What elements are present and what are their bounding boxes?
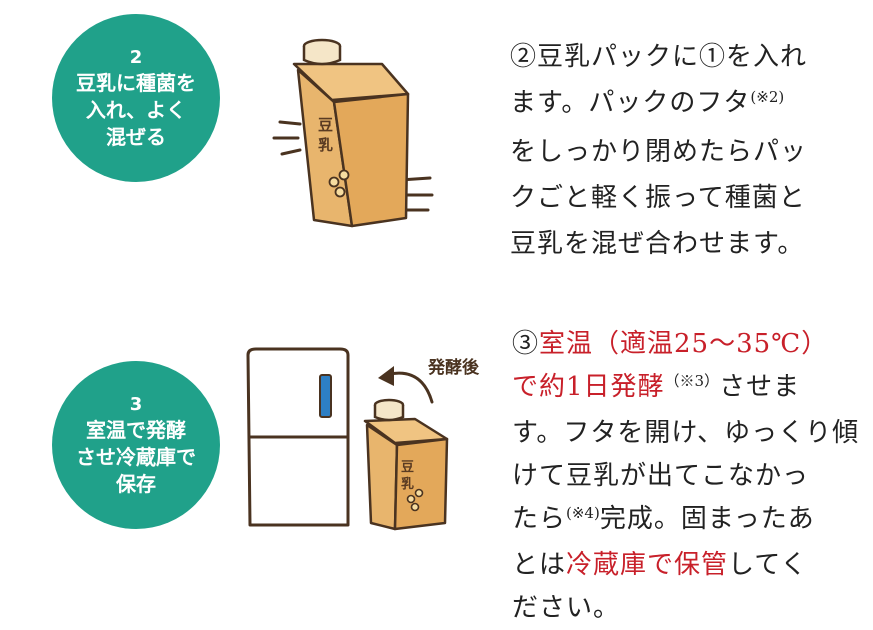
pack-label-char-2: 乳 bbox=[318, 136, 333, 154]
step-3-desc-line-5-text-b: 完成。固まったあ bbox=[599, 504, 815, 534]
step-3-title-line-2: させ冷蔵庫で bbox=[76, 444, 196, 469]
pack-label-char-1: 豆 bbox=[318, 116, 333, 134]
step-3-number: 3 bbox=[129, 393, 143, 415]
step-3-title-line-3: 保存 bbox=[116, 471, 156, 496]
soy-milk-pack-illustration: 豆 乳 bbox=[363, 398, 449, 531]
step-3-title-line-1: 室温で発酵 bbox=[86, 417, 186, 442]
step-2-number: 2 bbox=[129, 46, 143, 68]
pack2-label-char-1: 豆 bbox=[401, 460, 414, 475]
step-2-desc-line-4: クごと軽く振って種菌と bbox=[510, 183, 806, 213]
refrigerator-illustration bbox=[246, 347, 350, 527]
footnote-ref-3: （※3） bbox=[664, 372, 720, 390]
step-2-title-line-1: 豆乳に種菌を bbox=[76, 70, 196, 95]
step-2-description: ②豆乳パックに①を入れ ます。パックのフタ(※2) をしっかり閉めたらパッ クご… bbox=[510, 34, 807, 267]
step-3-badge: 3 室温で発酵 させ冷蔵庫で 保存 bbox=[52, 361, 220, 529]
footnote-ref-4: (※4) bbox=[566, 504, 600, 522]
step-2-badge: 2 豆乳に種菌を 入れ、よく 混ぜる bbox=[52, 14, 220, 182]
step-3-desc-line-3: す。フタを開け、ゆっくり傾 bbox=[512, 418, 860, 448]
after-fermentation-label: 発酵後 bbox=[428, 358, 479, 378]
step-3-desc-line-2: で約1日発酵（※3）させま bbox=[512, 366, 859, 412]
footnote-ref-2: (※2) bbox=[750, 88, 785, 106]
step-3-desc-line-2-highlight: で約1日発酵 bbox=[512, 372, 665, 402]
step-3-desc-line-4: けて豆乳が出てこなかっ bbox=[512, 461, 810, 491]
step-2-desc-line-5: 豆乳を混ぜ合わせます。 bbox=[510, 229, 805, 259]
step-2-desc-line-3: をしっかり閉めたらパッ bbox=[510, 137, 808, 167]
step-3-desc-line-1: ③室温（適温25～35℃） bbox=[512, 323, 859, 366]
step-3-desc-line-5-text-a: たら bbox=[512, 504, 567, 534]
step-3-desc-line-7: ださい。 bbox=[512, 593, 621, 623]
step-2-title-line-2: 入れ、よく bbox=[85, 97, 187, 122]
step-3-desc-line-1-prefix: ③ bbox=[512, 329, 540, 359]
step-2-desc-line-1: ②豆乳パックに①を入れ bbox=[510, 42, 808, 72]
step-3-desc-line-6-text-b: してく bbox=[728, 550, 808, 580]
fridge-handle bbox=[319, 374, 332, 418]
step-3-desc-line-1-highlight: 室温（適温25～35℃） bbox=[539, 329, 829, 359]
step-3-desc-line-6-highlight: 冷蔵庫で保管 bbox=[566, 550, 729, 580]
step-2-title-line-3: 混ぜる bbox=[106, 124, 166, 149]
step-3-description: ③室温（適温25～35℃） で約1日発酵（※3）させま す。フタを開け、ゆっくり… bbox=[512, 323, 859, 630]
step-3-desc-line-5: たら(※4)完成。固まったあ bbox=[512, 498, 859, 544]
step-3-desc-line-6-text-a: とは bbox=[512, 550, 567, 580]
pack2-label-char-2: 乳 bbox=[401, 476, 414, 492]
step-2-desc-line-2: ます。パックのフタ(※2) bbox=[510, 80, 807, 129]
step-3-desc-line-6: とは冷蔵庫で保管してく bbox=[512, 544, 859, 587]
step-3-desc-line-2-text: させま bbox=[719, 372, 801, 402]
step-2-desc-line-2-text: ます。パックのフタ bbox=[510, 88, 751, 118]
soy-milk-pack-shaking-illustration: 豆 乳 bbox=[272, 38, 434, 228]
arrow-icon bbox=[378, 366, 434, 404]
